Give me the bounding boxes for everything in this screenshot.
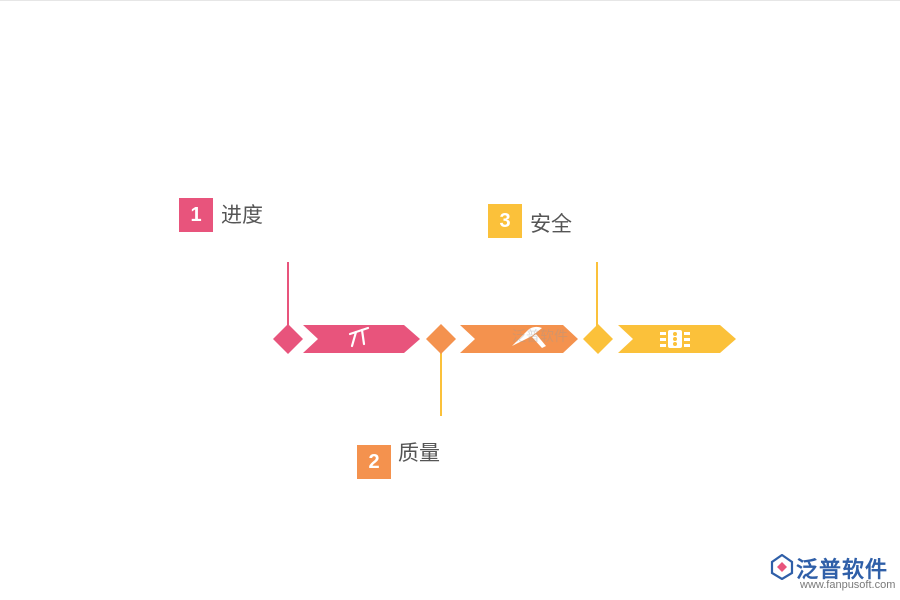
step-1-diamond — [273, 324, 303, 354]
footer-url: www.fanpusoft.com — [800, 579, 896, 591]
step-2-label: 质量 — [398, 441, 440, 465]
top-divider — [0, 0, 900, 1]
step-3-label: 安全 — [530, 212, 572, 236]
brand-logo-icon — [770, 554, 794, 580]
step-1-label: 进度 — [221, 203, 263, 227]
step-1-number-badge: 1 — [179, 198, 213, 232]
step-3-number-badge: 3 — [488, 204, 522, 238]
watermark-text: 泛普软件 — [512, 329, 568, 345]
hammer-icon — [348, 326, 370, 348]
step-2-number-badge: 2 — [357, 445, 391, 479]
step-1-chevron — [303, 325, 420, 353]
footer-logo: 泛普软件 www.fanpusoft.com — [770, 552, 895, 594]
step-1-connector-line — [287, 262, 289, 332]
trowel-icon — [512, 326, 546, 348]
step-3-diamond — [583, 324, 613, 354]
footer-brand-name: 泛普软件 — [796, 558, 889, 583]
step-2-diamond — [426, 324, 456, 354]
step-2-connector-line — [440, 348, 442, 416]
barrier-icon — [660, 330, 690, 348]
step-3-connector-line — [596, 262, 598, 332]
